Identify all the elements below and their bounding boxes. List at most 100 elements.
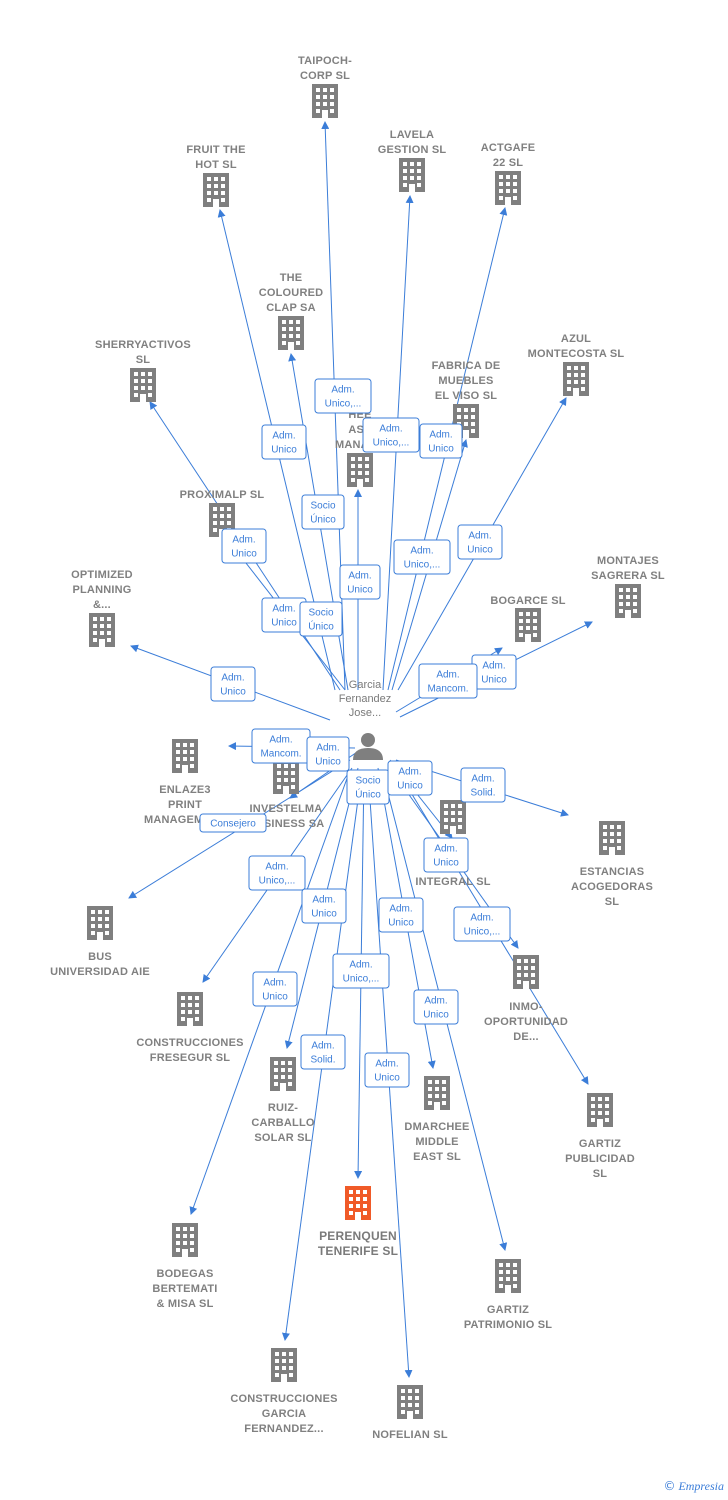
relation-badge-r_inmo[interactable]: Adm.Unico,... xyxy=(453,906,511,942)
company-label-bus: BUS xyxy=(88,951,112,963)
company-label-fruit: HOT SL xyxy=(195,159,237,171)
company-label-gartizpub: PUBLICIDAD xyxy=(565,1153,635,1165)
person-layer: Garcia Fernandez Jose... xyxy=(339,679,392,760)
relation-label: Adm. xyxy=(429,430,452,441)
company-node-azul[interactable]: AZUL MONTECOSTA SL xyxy=(528,333,625,396)
relation-badge-r_sherry[interactable]: Adm.Unico xyxy=(221,528,267,564)
relation-label: Consejero xyxy=(210,819,256,830)
relation-badge-r_integral2[interactable]: Adm.Unico xyxy=(423,837,469,873)
building-icon xyxy=(513,955,539,989)
relation-badge-r_fresegur[interactable]: Adm.Unico,... xyxy=(248,855,306,891)
relation-label: Adm. xyxy=(410,546,433,557)
company-label-inmo: DE... xyxy=(513,1031,538,1043)
relation-badge-r_bodegas[interactable]: Adm.Unico xyxy=(252,971,298,1007)
relation-badge-r_bus[interactable]: Consejero xyxy=(199,813,267,833)
relation-box xyxy=(362,417,420,453)
company-node-optimized[interactable]: OPTIMIZEDPLANNING&... xyxy=(71,569,133,647)
relation-badge-r_fabrica[interactable]: Adm.Unico,... xyxy=(393,539,451,575)
relation-badge-r_investelma[interactable]: Adm.Unico xyxy=(306,736,350,772)
building-icon xyxy=(563,362,589,396)
person-label-line-1: Garcia xyxy=(349,679,382,691)
relation-box xyxy=(221,528,267,564)
relation-label: Socio xyxy=(310,501,335,512)
relation-badge-r_ruiz[interactable]: Adm.Unico xyxy=(301,888,347,924)
company-label-azul: AZUL xyxy=(561,333,591,345)
company-label-cgf: GARCIA xyxy=(262,1408,307,1420)
company-label-bodegas: BERTEMATI xyxy=(152,1283,217,1295)
company-node-taipoch[interactable]: TAIPOCH-CORP SL xyxy=(298,55,352,118)
company-node-nofelian[interactable]: NOFELIAN SL xyxy=(372,1385,448,1441)
relation-box xyxy=(306,736,350,772)
company-label-cgf: FERNANDEZ... xyxy=(244,1423,323,1435)
company-node-proximalp[interactable]: PROXIMALP SL xyxy=(180,489,265,537)
company-label-azul: MONTECOSTA SL xyxy=(528,348,625,360)
relation-label: Adm. xyxy=(434,844,457,855)
company-node-bogarce[interactable]: BOGARCE SL xyxy=(490,595,566,642)
relation-badge-r_estancias[interactable]: Adm.Solid. xyxy=(460,767,506,803)
company-label-dmarchee: MIDDLE xyxy=(415,1136,458,1148)
relation-badge-r_dmarchee[interactable]: Adm.Unico xyxy=(378,897,424,933)
relation-label: Unico xyxy=(271,445,297,456)
relation-badge-r_taipoch[interactable]: Adm.Unico,... xyxy=(314,378,372,414)
company-label-estancias: ACOGEDORAS xyxy=(571,881,653,893)
relation-badge-r_optimized[interactable]: Adm.Unico xyxy=(210,666,256,702)
company-label-coloured: THE xyxy=(280,272,303,284)
company-node-cgf[interactable]: CONSTRUCCIONESGARCIAFERNANDEZ... xyxy=(230,1348,337,1435)
relation-badge-r_bogarce[interactable]: Adm.Mancom. xyxy=(418,663,478,699)
relation-box xyxy=(332,953,390,989)
relation-badge-r_gartizpat[interactable]: Adm.Unico xyxy=(413,989,459,1025)
relation-label: Único xyxy=(308,620,334,633)
company-label-sherry: SL xyxy=(136,354,151,366)
relation-box xyxy=(457,524,503,560)
company-label-fresegur: FRESEGUR SL xyxy=(150,1052,231,1064)
relation-label: Unico,... xyxy=(325,399,362,410)
company-label-nofelian: NOFELIAN SL xyxy=(372,1429,448,1441)
relation-badge-r_actgafe[interactable]: Adm.Unico xyxy=(419,423,463,459)
company-node-inmo[interactable]: INMO-OPORTUNIDADDE... xyxy=(484,955,568,1043)
relation-label: Adm. xyxy=(398,767,421,778)
company-label-taipoch: TAIPOCH- xyxy=(298,55,352,67)
relation-badge-r_cgf[interactable]: Adm.Solid. xyxy=(300,1034,346,1070)
company-label-optimized: OPTIMIZED xyxy=(71,569,133,581)
footer-brand[interactable]: ©Empresia xyxy=(663,1479,724,1494)
relation-badge-r_nofelian[interactable]: Adm.Unico xyxy=(364,1052,410,1088)
relation-label: Unico xyxy=(231,549,257,560)
building-icon xyxy=(347,453,373,487)
person-node[interactable]: Garcia Fernandez Jose... xyxy=(339,679,392,760)
relation-badge-r_perenquen[interactable]: Adm.Unico,... xyxy=(332,953,390,989)
relation-box xyxy=(299,601,343,637)
relation-badge-r_fruit[interactable]: Adm.Unico xyxy=(261,424,307,460)
relation-box xyxy=(248,855,306,891)
relation-badge-r_integral[interactable]: Adm.Unico xyxy=(387,760,433,796)
relation-badge-r_proximalp[interactable]: Adm.Unico xyxy=(261,597,307,633)
relation-badge-r_enlaze3[interactable]: Adm.Mancom. xyxy=(251,728,311,764)
relation-badge-r_montajes[interactable]: Adm.Unico xyxy=(471,654,517,690)
relation-badge-r_azul[interactable]: Adm.Unico xyxy=(457,524,503,560)
relation-badge-r_asset[interactable]: Adm.Unico xyxy=(339,564,381,600)
relation-label: Unico xyxy=(220,687,246,698)
company-label-perenquen: PERENQUEN xyxy=(319,1229,397,1243)
company-label-actgafe: ACTGAFE xyxy=(481,142,536,154)
relation-badge-r_lavela[interactable]: Adm.Unico,... xyxy=(362,417,420,453)
